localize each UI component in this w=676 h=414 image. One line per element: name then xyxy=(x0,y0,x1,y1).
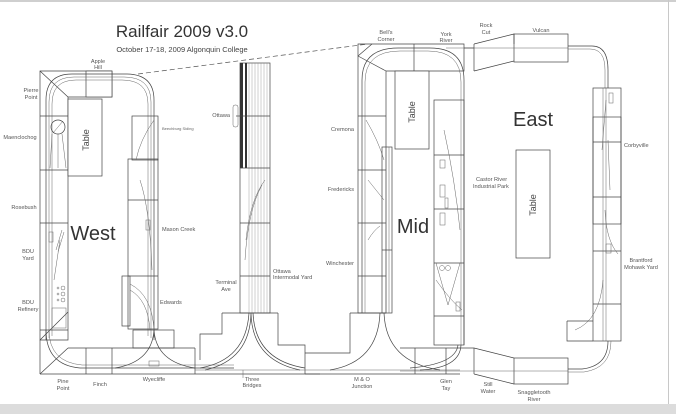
label-still-water-1: Still xyxy=(483,382,492,388)
ottawa-station-structure xyxy=(232,104,239,128)
label-terminal-ave-1: Terminal xyxy=(215,280,236,286)
wyecliffe-structure xyxy=(148,360,160,367)
window-bottom-border xyxy=(0,404,676,414)
label-pine-point-2: Point xyxy=(57,386,70,392)
apple-hill-module xyxy=(85,70,113,98)
label-castor-river-2: Industrial Park xyxy=(473,184,509,190)
mason-creek-structure xyxy=(145,219,151,231)
dashed-connector xyxy=(137,43,369,75)
label-apple-hill-1: Apple xyxy=(91,59,105,65)
label-finch: Finch xyxy=(93,382,107,388)
ottawa-yard xyxy=(199,62,306,378)
label-cremona: Cremona xyxy=(331,127,355,133)
label-ottawa-intermodal-2: Intermodal Yard xyxy=(273,275,312,281)
label-rock-cut-2: Cut xyxy=(482,30,491,36)
label-rosebush: Rosebush xyxy=(11,205,36,211)
west-table xyxy=(67,98,103,177)
label-ottawa-intermodal-1: Ottawa xyxy=(273,269,292,275)
label-apple-hill-2: Hill xyxy=(94,65,102,71)
label-bells-corner-2: Corner xyxy=(377,37,394,43)
label-bdu-yard-1: BDU xyxy=(22,249,34,255)
mid-table-label: Table xyxy=(407,101,417,123)
diagram-subtitle: October 17-18, 2009 Algonquin College xyxy=(116,45,247,54)
south-link xyxy=(400,340,612,385)
mid-table xyxy=(394,70,430,150)
north-link xyxy=(413,33,609,88)
east-table-label: Table xyxy=(528,194,538,216)
label-bdu-refinery-2: Refinery xyxy=(18,307,39,313)
label-pierre-point-2: Point xyxy=(25,95,38,101)
east-table xyxy=(515,149,551,259)
label-mo-junction-2: Junction xyxy=(352,384,373,390)
label-ottawa: Ottawa xyxy=(212,113,231,119)
label-brantford-2: Mohawk Yard xyxy=(624,265,658,271)
west-table-label: Table xyxy=(81,129,91,151)
label-wyecliffe: Wyecliffe xyxy=(143,377,166,383)
mo-junction xyxy=(195,312,460,375)
label-glen-tay-2: Tay xyxy=(442,386,451,392)
label-pine-point-1: Pine xyxy=(57,379,68,385)
section-mid-label: Mid xyxy=(397,216,429,238)
label-still-water-2: Water xyxy=(481,389,496,395)
label-bdu-refinery-1: BDU xyxy=(22,300,34,306)
label-bdu-yard-2: Yard xyxy=(22,256,33,262)
label-winchester: Winchester xyxy=(326,261,354,267)
west-right-column xyxy=(114,115,196,369)
label-maenclochog: Maenclochog xyxy=(3,135,36,141)
label-three-bridges-1: Three xyxy=(245,377,260,383)
label-fredericks: Fredericks xyxy=(328,187,354,193)
corbyville-structure xyxy=(608,92,614,104)
label-snaggletooth-1: Snaggletooth xyxy=(518,390,551,396)
label-vulcan: Vulcan xyxy=(533,28,550,34)
label-york-river-2: River xyxy=(439,38,452,44)
label-york-river-1: York xyxy=(441,32,452,38)
west-module: Table xyxy=(39,70,320,375)
window-right-border xyxy=(668,0,669,404)
label-snaggletooth-2: River xyxy=(527,397,540,403)
label-beechburg-siding: Beechburg Siding xyxy=(162,126,194,131)
label-bells-corner-1: Bell's xyxy=(379,30,392,36)
window-top-border xyxy=(0,0,676,2)
label-pierre-point-1: Pierre xyxy=(24,88,39,94)
label-terminal-ave-2: Ave xyxy=(221,287,231,293)
label-three-bridges-2: Bridges xyxy=(243,383,262,389)
section-east-label: East xyxy=(513,109,553,131)
label-brantford-1: Brantford xyxy=(629,258,652,264)
label-castor-river-1: Castor River xyxy=(476,177,507,183)
label-glen-tay-1: Glen xyxy=(440,379,452,385)
mid-module: Table xyxy=(357,43,465,345)
label-corbyville: Corbyville xyxy=(624,143,649,149)
diagram-title: Railfair 2009 v3.0 xyxy=(116,22,248,41)
castor-river-column xyxy=(433,99,465,346)
label-edwards: Edwards xyxy=(160,300,182,306)
section-west-label: West xyxy=(70,223,116,245)
label-rock-cut-1: Rock xyxy=(480,23,493,29)
label-mason-creek: Mason Creek xyxy=(162,227,195,233)
east-module: Table xyxy=(515,87,622,342)
label-mo-junction-1: M & O xyxy=(354,377,370,383)
